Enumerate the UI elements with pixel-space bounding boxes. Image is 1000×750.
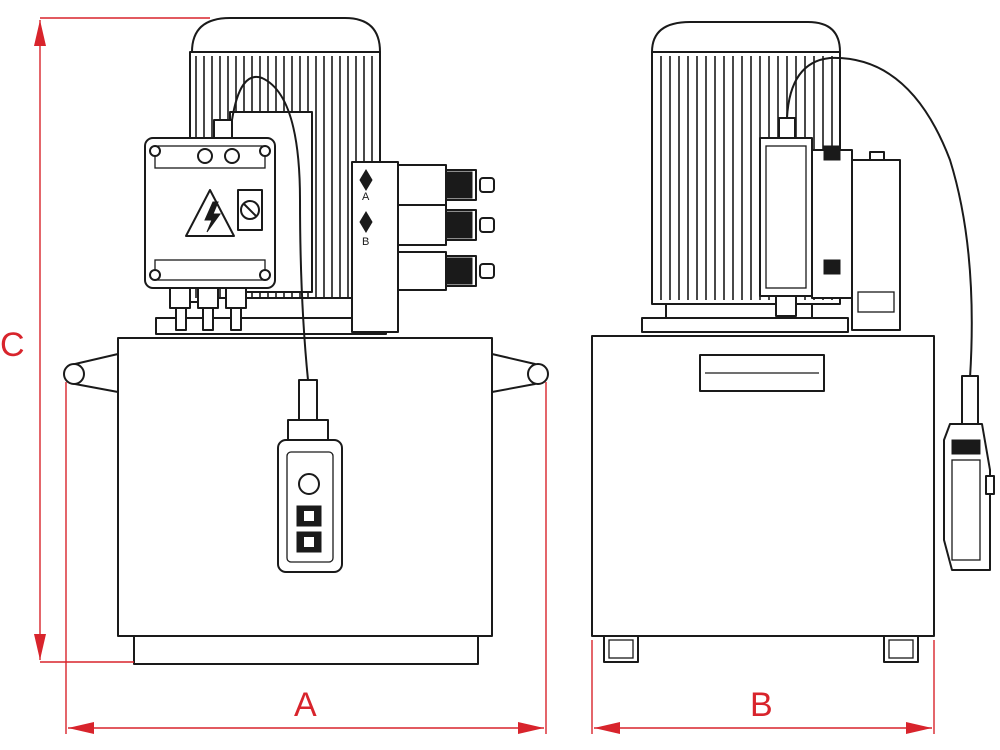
pendant-cable-side — [786, 56, 973, 379]
dimension-label-b: B — [750, 686, 773, 724]
cable-glands — [169, 119, 247, 331]
dimension-label-c: C — [0, 326, 25, 364]
side-view — [591, 21, 995, 663]
front-view: A B — [63, 17, 549, 665]
tank-handle-right — [491, 353, 549, 393]
high-voltage-warning-icon — [185, 189, 235, 237]
pendant-controller-side — [943, 375, 995, 571]
dimension-lines — [34, 17, 935, 734]
valve-mark-b: B — [362, 236, 369, 248]
selector-switch-icon — [237, 189, 263, 231]
valve-block: A B — [351, 161, 495, 333]
terminal-box — [144, 119, 276, 331]
valve-mark-a: A — [362, 191, 370, 203]
tank-handle-left — [63, 353, 119, 393]
dimension-label-a: A — [294, 686, 317, 724]
side-terminal-box — [759, 117, 901, 331]
side-tank — [591, 335, 935, 663]
pendant-controller-front — [277, 379, 343, 573]
pendant-cable-front — [231, 75, 309, 381]
pendant-button-up-icon — [298, 473, 320, 495]
solenoid-valves — [397, 164, 495, 291]
